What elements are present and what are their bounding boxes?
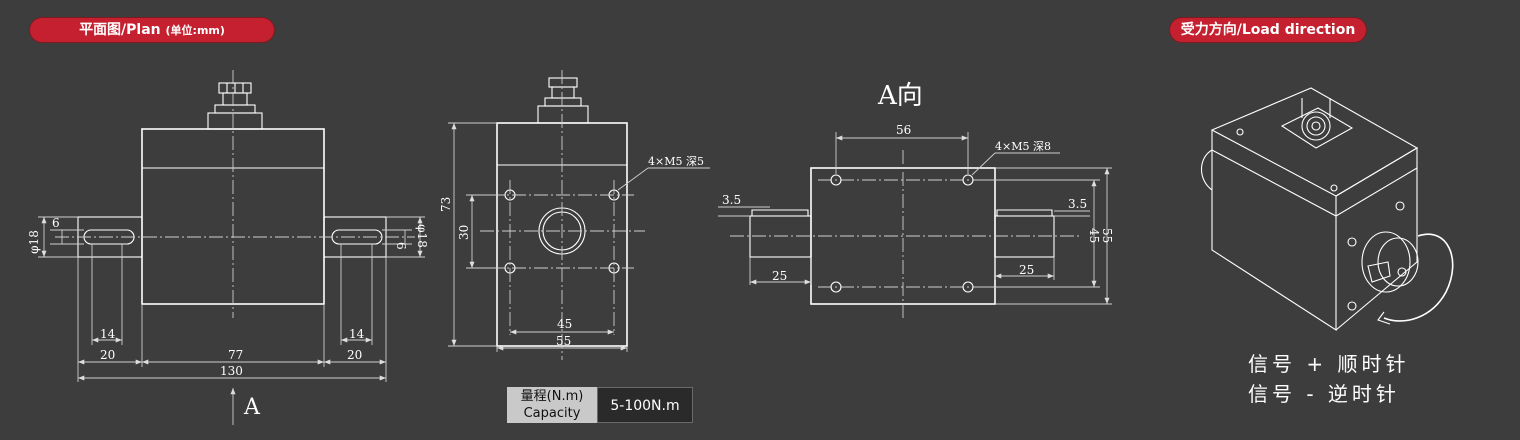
- a-dim-key-depth-right: 3.5: [1068, 197, 1087, 211]
- isometric-view: [1200, 87, 1454, 332]
- load-direction-pill: 受力方向/Load direction: [1170, 18, 1366, 42]
- a-dim-key-len-left: 25: [772, 269, 787, 283]
- a-dim-key-len-right: 25: [1019, 263, 1034, 277]
- side-dim-hole-pitch-v: 30: [457, 225, 471, 240]
- side-dim-height: 73: [439, 197, 453, 212]
- side-dim-hole-pitch-h: 45: [557, 317, 572, 331]
- dim-shaft-len-right: 20: [347, 348, 362, 362]
- dim-shaft-len-left: 20: [100, 348, 115, 362]
- view-arrow-label: A: [243, 395, 261, 420]
- signal-positive: 信号 + 顺时针: [1248, 352, 1410, 376]
- a-view: A向 56 4×M5 深8 3.5 3.5 25 25 45 55: [718, 81, 1114, 318]
- plan-unit: (单位:mm): [165, 24, 225, 37]
- capacity-label-cn: 量程(N.m): [520, 389, 584, 404]
- capacity-table: 量程(N.m) Capacity 5-100N.m: [507, 387, 693, 423]
- dim-key-len-left: 14: [100, 327, 116, 341]
- plan-header-pill: 平面图/Plan (单位:mm): [30, 18, 274, 42]
- side-view: 4×M5 深5 73 30 45 55: [439, 70, 710, 360]
- capacity-label: 量程(N.m) Capacity: [507, 387, 597, 423]
- a-dim-top-pitch: 56: [896, 123, 911, 137]
- front-view: φ18 6 φ18 6 14 20 14 20 77 130 A: [27, 70, 429, 425]
- a-view-title: A向: [877, 81, 923, 111]
- a-dim-hole-pitch-v: 45: [1087, 228, 1101, 243]
- signal-negative: 信号 - 逆时针: [1248, 382, 1400, 406]
- side-thread-note: 4×M5 深5: [648, 155, 704, 168]
- dim-key-right: 6: [394, 242, 408, 250]
- a-dim-key-depth-left: 3.5: [722, 193, 741, 207]
- plan-label: 平面图/Plan: [79, 22, 161, 38]
- dim-shaft-dia-left: φ18: [27, 230, 41, 254]
- dim-body-length: 77: [228, 348, 243, 362]
- a-dim-height: 55: [1100, 228, 1114, 243]
- load-direction-label: 受力方向/Load direction: [1180, 22, 1356, 38]
- dim-total-length: 130: [220, 364, 243, 378]
- dim-key-left: 6: [52, 216, 60, 230]
- dim-key-len-right: 14: [349, 327, 365, 341]
- a-thread-note: 4×M5 深8: [995, 140, 1051, 153]
- dim-shaft-dia-right: φ18: [415, 224, 429, 248]
- side-dim-width: 55: [556, 334, 571, 348]
- capacity-label-en: Capacity: [523, 406, 581, 421]
- capacity-value: 5-100N.m: [597, 387, 693, 423]
